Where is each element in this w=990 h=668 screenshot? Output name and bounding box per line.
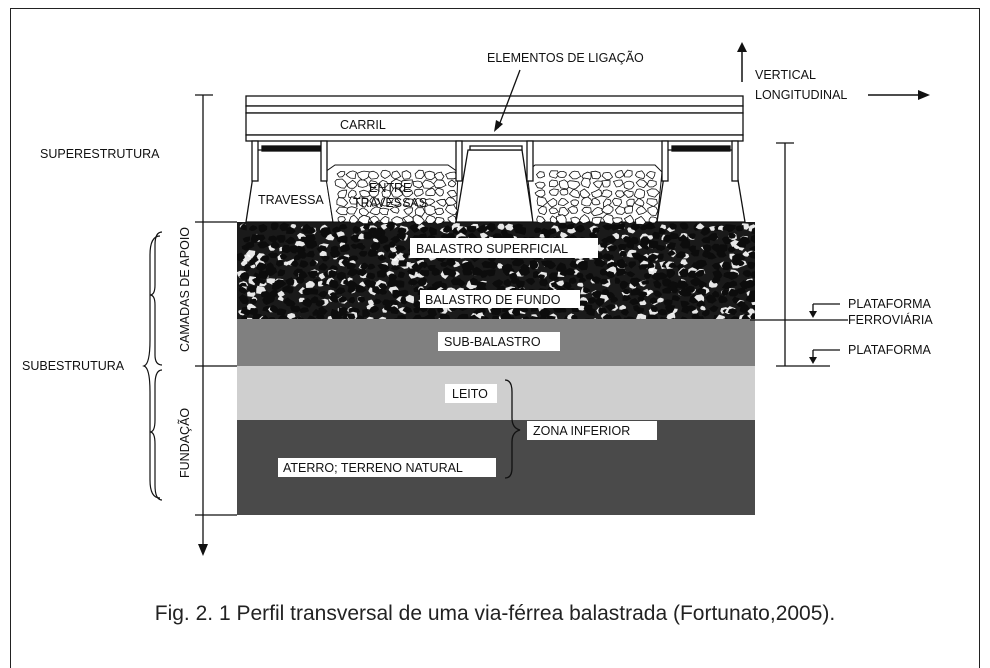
ballast-layer	[237, 222, 755, 319]
elementos-ligacao-label: ELEMENTOS DE LIGAÇÃO	[487, 51, 644, 65]
plataforma-ferroviaria-label-1: PLATAFORMA	[848, 297, 932, 311]
plataforma-scale	[750, 142, 848, 367]
plataforma-ferroviaria-label-2: FERROVIÁRIA	[848, 312, 933, 327]
figure-frame	[10, 8, 980, 668]
carril-label: CARRIL	[340, 118, 386, 132]
vertical-label: VERTICAL	[755, 68, 816, 82]
vertical-arrow	[737, 42, 747, 82]
leito-label: LEITO	[452, 387, 488, 401]
balastro-fundo-label: BALASTRO DE FUNDO	[425, 293, 561, 307]
travessa-label: TRAVESSA	[258, 193, 324, 207]
entre-travessas-label-1: ENTRE	[369, 181, 411, 195]
superestrutura-label: SUPERESTRUTURA	[40, 147, 160, 161]
left-braces	[142, 231, 163, 501]
longitudinal-arrow	[868, 90, 930, 100]
railway-cross-section-diagram: ELEMENTOS DE LIGAÇÃO VERTICAL LONGITUDIN…	[22, 42, 933, 556]
entre-travessas-label-2: TRAVESSAS	[353, 196, 427, 210]
sub-balastro-label: SUB-BALASTRO	[444, 335, 541, 349]
figure-caption: Fig. 2. 1 Perfil transversal de uma via-…	[154, 602, 836, 625]
zona-inferior-brace	[504, 379, 521, 479]
sleeper	[245, 149, 334, 223]
plataforma-label: PLATAFORMA	[848, 343, 932, 357]
balastro-superficial-label: BALASTRO SUPERFICIAL	[416, 242, 568, 256]
fastening-elements	[251, 140, 739, 182]
depth-axis	[195, 94, 237, 548]
zona-inferior-label: ZONA INFERIOR	[533, 424, 630, 438]
rail	[245, 95, 744, 142]
aterro-label: ATERRO; TERRENO NATURAL	[283, 461, 463, 475]
camadas-apoio-label: CAMADAS DE APOIO	[178, 227, 192, 352]
fundacao-label: FUNDAÇÃO	[178, 408, 192, 478]
longitudinal-label: LONGITUDINAL	[755, 88, 847, 102]
elementos-ligacao-arrow	[497, 69, 521, 129]
sleeper	[455, 149, 534, 223]
subestrutura-label: SUBESTRUTURA	[22, 359, 125, 373]
